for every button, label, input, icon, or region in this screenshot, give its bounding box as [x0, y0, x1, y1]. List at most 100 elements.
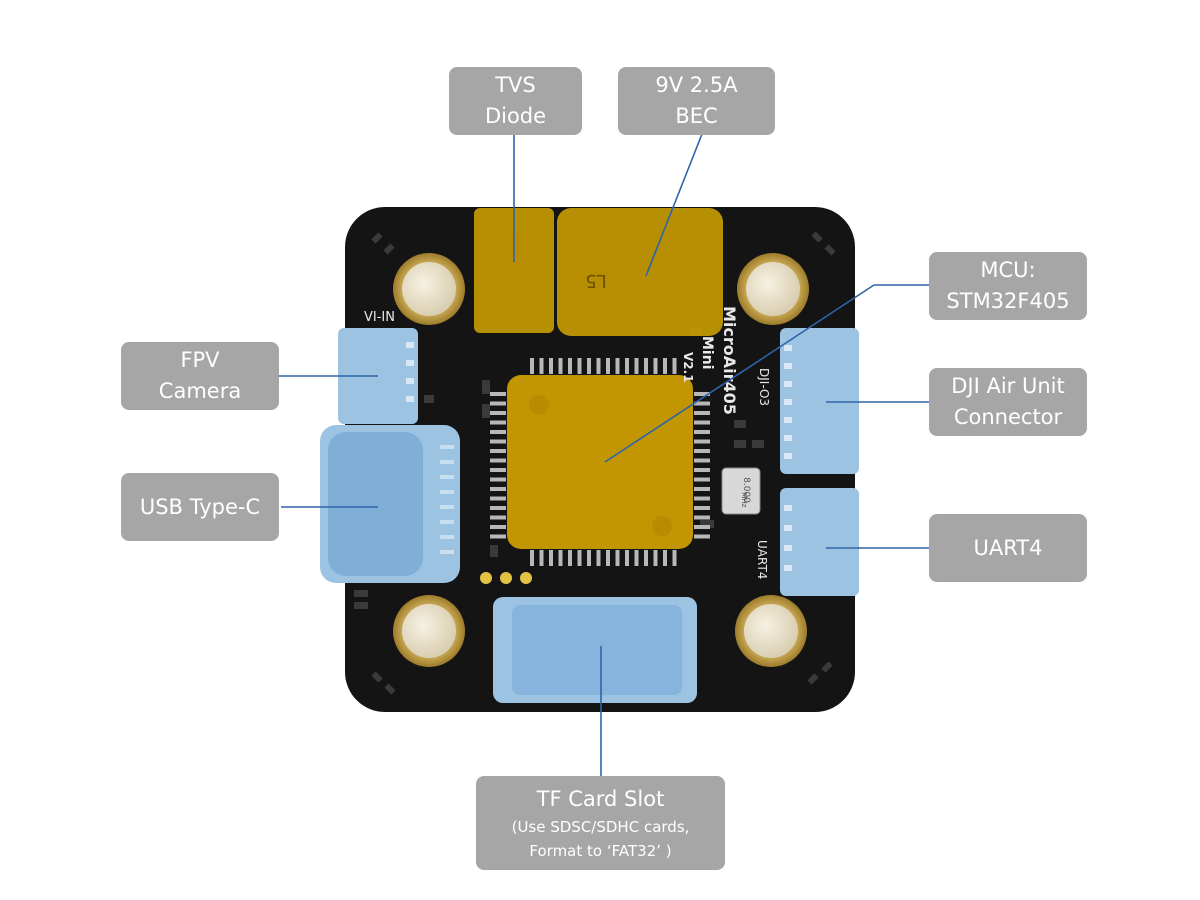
mcu-pin1-dot [529, 395, 549, 415]
mcu-pin [549, 550, 553, 566]
mcu-pin [568, 358, 572, 374]
mcu-pin [490, 515, 506, 520]
mcu-pin [644, 550, 648, 566]
mcu-pin [694, 439, 710, 444]
mcu-pin [672, 550, 677, 566]
silkscreen-board-name: MicroAir405 [720, 306, 739, 415]
crystal-unit-label: MHz [740, 493, 748, 508]
callout-bec: 9V 2.5A BEC [618, 67, 775, 135]
mounting-hole-bottom-left [393, 595, 465, 667]
callout-fpv-line1: FPV [180, 348, 220, 372]
mcu-pin [694, 420, 710, 425]
bec-inductor [562, 242, 630, 308]
callout-fpv-camera: FPV Camera [121, 342, 279, 410]
mcu-pin [694, 477, 710, 482]
mcu-pin [694, 392, 710, 396]
uart4-connector-highlight [780, 488, 859, 596]
tf-card-slot-inner [512, 605, 682, 695]
callout-fpv-line2: Camera [158, 379, 242, 403]
mcu-pin [663, 550, 667, 566]
mcu-pin [694, 506, 710, 510]
mcu-pin [694, 468, 710, 472]
dji-connector-pins [784, 345, 792, 459]
leader-lines [279, 132, 929, 776]
mcu-pin [490, 420, 506, 425]
silkscreen-vi-in: VI-IN [364, 310, 395, 325]
mounting-hole-top-left [393, 253, 465, 325]
mcu-pin [568, 550, 572, 566]
mcu-pin [694, 401, 710, 406]
callout-usb-type-c: USB Type-C [121, 473, 279, 541]
mcu-pin [490, 458, 506, 463]
mcu-pin [587, 550, 591, 566]
callout-tf-line3: Format to ‘FAT32’ ) [529, 841, 672, 860]
test-pads [480, 572, 532, 584]
callout-tf-card-slot: TF Card Slot (Use SDSC/SDHC cards, Forma… [476, 776, 725, 870]
fpv-connector-pins [406, 342, 414, 402]
mcu-pin [530, 358, 534, 374]
mcu-pin [490, 496, 506, 501]
mcu-pin [694, 515, 710, 520]
callout-mcu-line1: MCU: [980, 258, 1036, 282]
mcu-pin [596, 550, 601, 566]
mcu-pin [694, 449, 710, 453]
callout-uart-line1: UART4 [973, 535, 1043, 560]
dji-connector-highlight [780, 328, 859, 474]
mcu-pin [694, 458, 710, 463]
callout-tf-line1: TF Card Slot [536, 786, 665, 811]
mcu-pin [549, 358, 553, 374]
mcu-pin [558, 358, 563, 374]
mcu-pins [490, 358, 710, 566]
mcu-pin [694, 487, 710, 491]
inductor-label: L5 [585, 270, 606, 291]
mcu-pin [539, 550, 544, 566]
leader-mcu-diag [604, 284, 875, 463]
callout-bec-line2: BEC [675, 104, 718, 128]
mcu-pin [490, 439, 506, 444]
mcu-pin [634, 358, 639, 374]
mcu-pin [644, 358, 648, 374]
silkscreen-variant: Mini [699, 336, 715, 370]
mcu-pin [634, 550, 639, 566]
callout-dji-line1: DJI Air Unit [951, 374, 1065, 398]
mounting-hole-top-right [737, 253, 809, 325]
mcu-pin [694, 430, 710, 434]
mcu-pin [490, 487, 506, 491]
mcu-pin [558, 550, 563, 566]
mcu-pin [490, 534, 506, 539]
callout-mcu: MCU: STM32F405 [929, 252, 1087, 320]
callout-uart4: UART4 [929, 514, 1087, 582]
callout-usb-line1: USB Type-C [139, 494, 261, 519]
mcu-pin [539, 358, 544, 374]
mcu-pin [606, 550, 610, 566]
mcu-pin [694, 411, 710, 415]
callout-dji-line2: Connector [953, 405, 1063, 429]
mcu-pin [625, 550, 629, 566]
callout-tvs-diode: TVS Diode [449, 67, 582, 135]
mcu-pin [490, 392, 506, 396]
mcu-pin [694, 534, 710, 539]
mcu-pin [587, 358, 591, 374]
mcu-highlight [507, 375, 693, 549]
crystal-label: 8.000 [741, 477, 751, 503]
silkscreen-uart-port: UART4 [755, 540, 769, 579]
mcu-pin [625, 358, 629, 374]
mcu-pin [490, 449, 506, 453]
mcu-pin [490, 430, 506, 434]
crystal-oscillator: 8.000 MHz [721, 467, 761, 515]
mounting-hole-bottom-right [735, 595, 807, 667]
mcu-pin [490, 411, 506, 415]
mcu-pin [490, 506, 506, 510]
usb-pins [440, 445, 454, 554]
mcu-pin [490, 525, 506, 529]
mcu-pin [672, 358, 677, 374]
mcu-pin [490, 468, 506, 472]
mcu-pin [615, 358, 620, 374]
callout-bec-line1: 9V 2.5A [655, 73, 738, 97]
tvs-diode-body [482, 232, 546, 302]
mcu-pin [694, 525, 710, 529]
callout-mcu-line2: STM32F405 [946, 289, 1070, 313]
leader-bec [645, 133, 703, 277]
mcu-pin [653, 550, 658, 566]
